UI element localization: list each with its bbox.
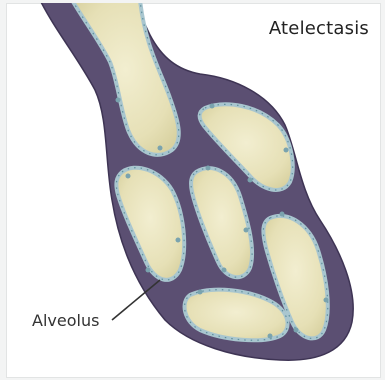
figure-title: Atelectasis <box>269 18 369 39</box>
alveolus-label: Alveolus <box>32 311 99 330</box>
